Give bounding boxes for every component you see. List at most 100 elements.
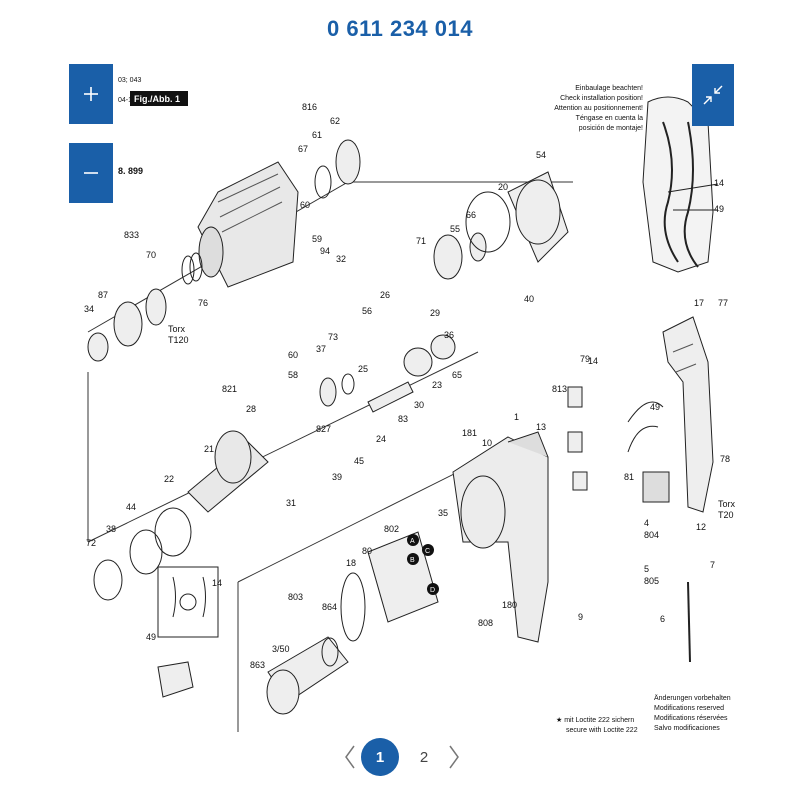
svg-text:6: 6 (660, 614, 665, 624)
rear-handle (662, 316, 714, 513)
striker-assembly (319, 171, 569, 413)
svg-text:Check installation position!: Check installation position! (560, 95, 643, 102)
svg-text:49: 49 (714, 204, 724, 214)
armature-field (266, 531, 439, 715)
next-page-button[interactable] (444, 742, 464, 772)
torx-top-size: T120 (168, 335, 189, 345)
svg-text:12: 12 (696, 522, 706, 532)
page-button-1[interactable]: 1 (361, 738, 399, 776)
svg-text:54: 54 (536, 150, 546, 160)
svg-text:60: 60 (288, 350, 298, 360)
svg-text:181: 181 (462, 428, 477, 438)
pagination: 1 2 (0, 734, 800, 780)
svg-text:55: 55 (450, 224, 460, 234)
svg-text:Modifications reserved: Modifications reserved (654, 705, 724, 712)
motor-housing (452, 431, 549, 643)
installation-detail-sketch (642, 96, 719, 273)
svg-text:816: 816 (302, 102, 317, 112)
svg-text:10: 10 (482, 438, 492, 448)
loctite-note: ★ mit Loctite 222 sichern secure with Lo… (556, 716, 638, 734)
circle-letters: A B C D (407, 534, 439, 595)
svg-text:802: 802 (384, 524, 399, 534)
switch-cable (627, 401, 691, 663)
wiring-schematic (157, 566, 219, 698)
svg-text:71: 71 (416, 236, 426, 246)
svg-text:25: 25 (358, 364, 368, 374)
svg-text:80: 80 (362, 546, 372, 556)
zoom-in-button[interactable] (69, 64, 113, 124)
svg-text:D: D (430, 587, 435, 594)
minus-icon (84, 172, 98, 174)
hammer-tube (93, 430, 269, 601)
svg-text:863: 863 (250, 660, 265, 670)
collapse-arrows-icon (703, 85, 723, 105)
svg-text:76: 76 (198, 298, 208, 308)
torx-top-label: Torx (168, 324, 186, 334)
svg-text:21: 21 (204, 444, 214, 454)
svg-text:821: 821 (222, 384, 237, 394)
svg-text:827: 827 (316, 424, 331, 434)
svg-text:180: 180 (502, 600, 517, 610)
previous-page-button[interactable] (340, 742, 360, 772)
svg-text:77: 77 (718, 298, 728, 308)
svg-text:36: 36 (444, 330, 454, 340)
svg-text:A: A (410, 538, 415, 545)
svg-text:posición de montaje!: posición de montaje! (579, 125, 643, 132)
svg-text:45: 45 (354, 456, 364, 466)
svg-text:78: 78 (720, 454, 730, 464)
fullscreen-toggle-button[interactable] (692, 64, 734, 126)
chevron-right-icon (449, 745, 459, 769)
svg-text:Änderungen vorbehalten: Änderungen vorbehalten (654, 694, 731, 702)
left-top-date: 04-17 (118, 97, 136, 104)
svg-text:37: 37 (316, 344, 326, 354)
svg-text:39: 39 (332, 472, 342, 482)
svg-text:56: 56 (362, 306, 372, 316)
svg-text:833: 833 (124, 230, 139, 240)
svg-text:14: 14 (212, 578, 222, 588)
svg-text:87: 87 (98, 290, 108, 300)
svg-text:67: 67 (298, 144, 308, 154)
svg-text:44: 44 (126, 502, 136, 512)
svg-text:804: 804 (644, 530, 659, 540)
svg-text:81: 81 (624, 472, 634, 482)
page-button-2[interactable]: 2 (419, 748, 429, 766)
svg-text:38: 38 (106, 524, 116, 534)
svg-text:62: 62 (330, 116, 340, 126)
left-top-codes: 03; 043 (118, 77, 141, 84)
part-number-labels: 816 62 61 67 60 833 70 87 34 76 59 94 32… (84, 102, 730, 670)
modification-note: Änderungen vorbehalten Modifications res… (654, 694, 731, 732)
svg-text:66: 66 (466, 210, 476, 220)
svg-text:C: C (425, 548, 430, 555)
svg-text:B: B (410, 557, 415, 564)
svg-text:40: 40 (524, 294, 534, 304)
svg-text:★ mit Loctite 222 sichern: ★ mit Loctite 222 sichern (556, 716, 634, 724)
svg-text:secure with Loctite 222: secure with Loctite 222 (566, 727, 638, 734)
svg-text:58: 58 (288, 370, 298, 380)
brush-holders (567, 386, 588, 491)
torx-right-label: Torx (718, 499, 736, 509)
svg-text:32: 32 (336, 254, 346, 264)
svg-text:14: 14 (714, 178, 724, 188)
svg-text:31: 31 (286, 498, 296, 508)
page-title: 0 611 234 014 (327, 16, 473, 41)
svg-text:26: 26 (380, 290, 390, 300)
plus-icon (84, 87, 98, 101)
svg-text:Téngase en cuenta la: Téngase en cuenta la (576, 115, 643, 122)
install-note: Einbaulage beachten! Check installation … (554, 85, 643, 132)
svg-text:808: 808 (478, 618, 493, 628)
svg-text:20: 20 (498, 182, 508, 192)
gear-housing (197, 161, 299, 288)
svg-text:72: 72 (86, 538, 96, 548)
svg-text:18: 18 (346, 558, 356, 568)
svg-text:49: 49 (146, 632, 156, 642)
svg-text:61: 61 (312, 130, 322, 140)
exploded-parts-diagram: 03; 043 04-17 Fig./Abb. 1 8. 899 Einbaul… (84, 77, 736, 734)
svg-text:30: 30 (414, 400, 424, 410)
svg-text:34: 34 (84, 304, 94, 314)
zoom-out-button[interactable] (69, 143, 113, 203)
svg-text:864: 864 (322, 602, 337, 612)
svg-text:59: 59 (312, 234, 322, 244)
left-code: 8. 899 (118, 166, 143, 176)
svg-text:60: 60 (300, 200, 310, 210)
svg-text:813: 813 (552, 384, 567, 394)
